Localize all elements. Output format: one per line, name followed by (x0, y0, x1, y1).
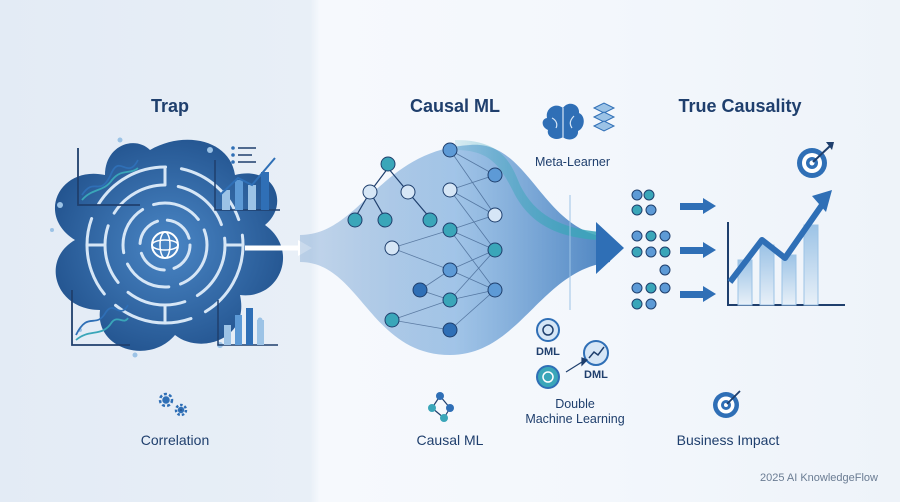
network-icon (428, 392, 454, 422)
causal-flow-band (300, 140, 624, 355)
histogram-icon (217, 300, 278, 346)
bar-chart-icon (214, 146, 280, 211)
double-ml-label-line1: Double (555, 397, 595, 411)
scatter-chart-icon (77, 148, 140, 206)
growth-chart-icon (727, 190, 845, 306)
neural-network-icon (347, 142, 503, 338)
causal-ml-caption: Causal ML (416, 432, 484, 448)
dml-arrows (565, 357, 589, 373)
layer-stack-icon (592, 102, 616, 132)
target-small-icon (713, 390, 741, 418)
dml-brain-icon-1 (536, 318, 560, 342)
gears-icon (158, 392, 188, 417)
double-ml-label-line2: Machine Learning (525, 412, 625, 426)
dml-label-2: DML (584, 369, 608, 381)
dml-brain-icon-2 (536, 365, 560, 389)
business-impact-caption: Business Impact (676, 432, 780, 448)
brain-icon (542, 103, 584, 140)
causal-ml-title: Causal ML (409, 96, 501, 116)
footer-credit: 2025 AI KnowledgeFlow (759, 472, 878, 484)
target-icon (797, 142, 834, 178)
meta-learner-label: Meta-Learner (535, 155, 611, 169)
line-chart-icon (71, 290, 130, 346)
dml-chart-icon (583, 340, 609, 366)
correlation-caption: Correlation (140, 432, 210, 448)
trap-title: Trap (150, 96, 189, 116)
causal-arrows-group (631, 189, 716, 310)
dml-label-1: DML (536, 346, 560, 358)
true-causality-title: True Causality (678, 96, 802, 116)
